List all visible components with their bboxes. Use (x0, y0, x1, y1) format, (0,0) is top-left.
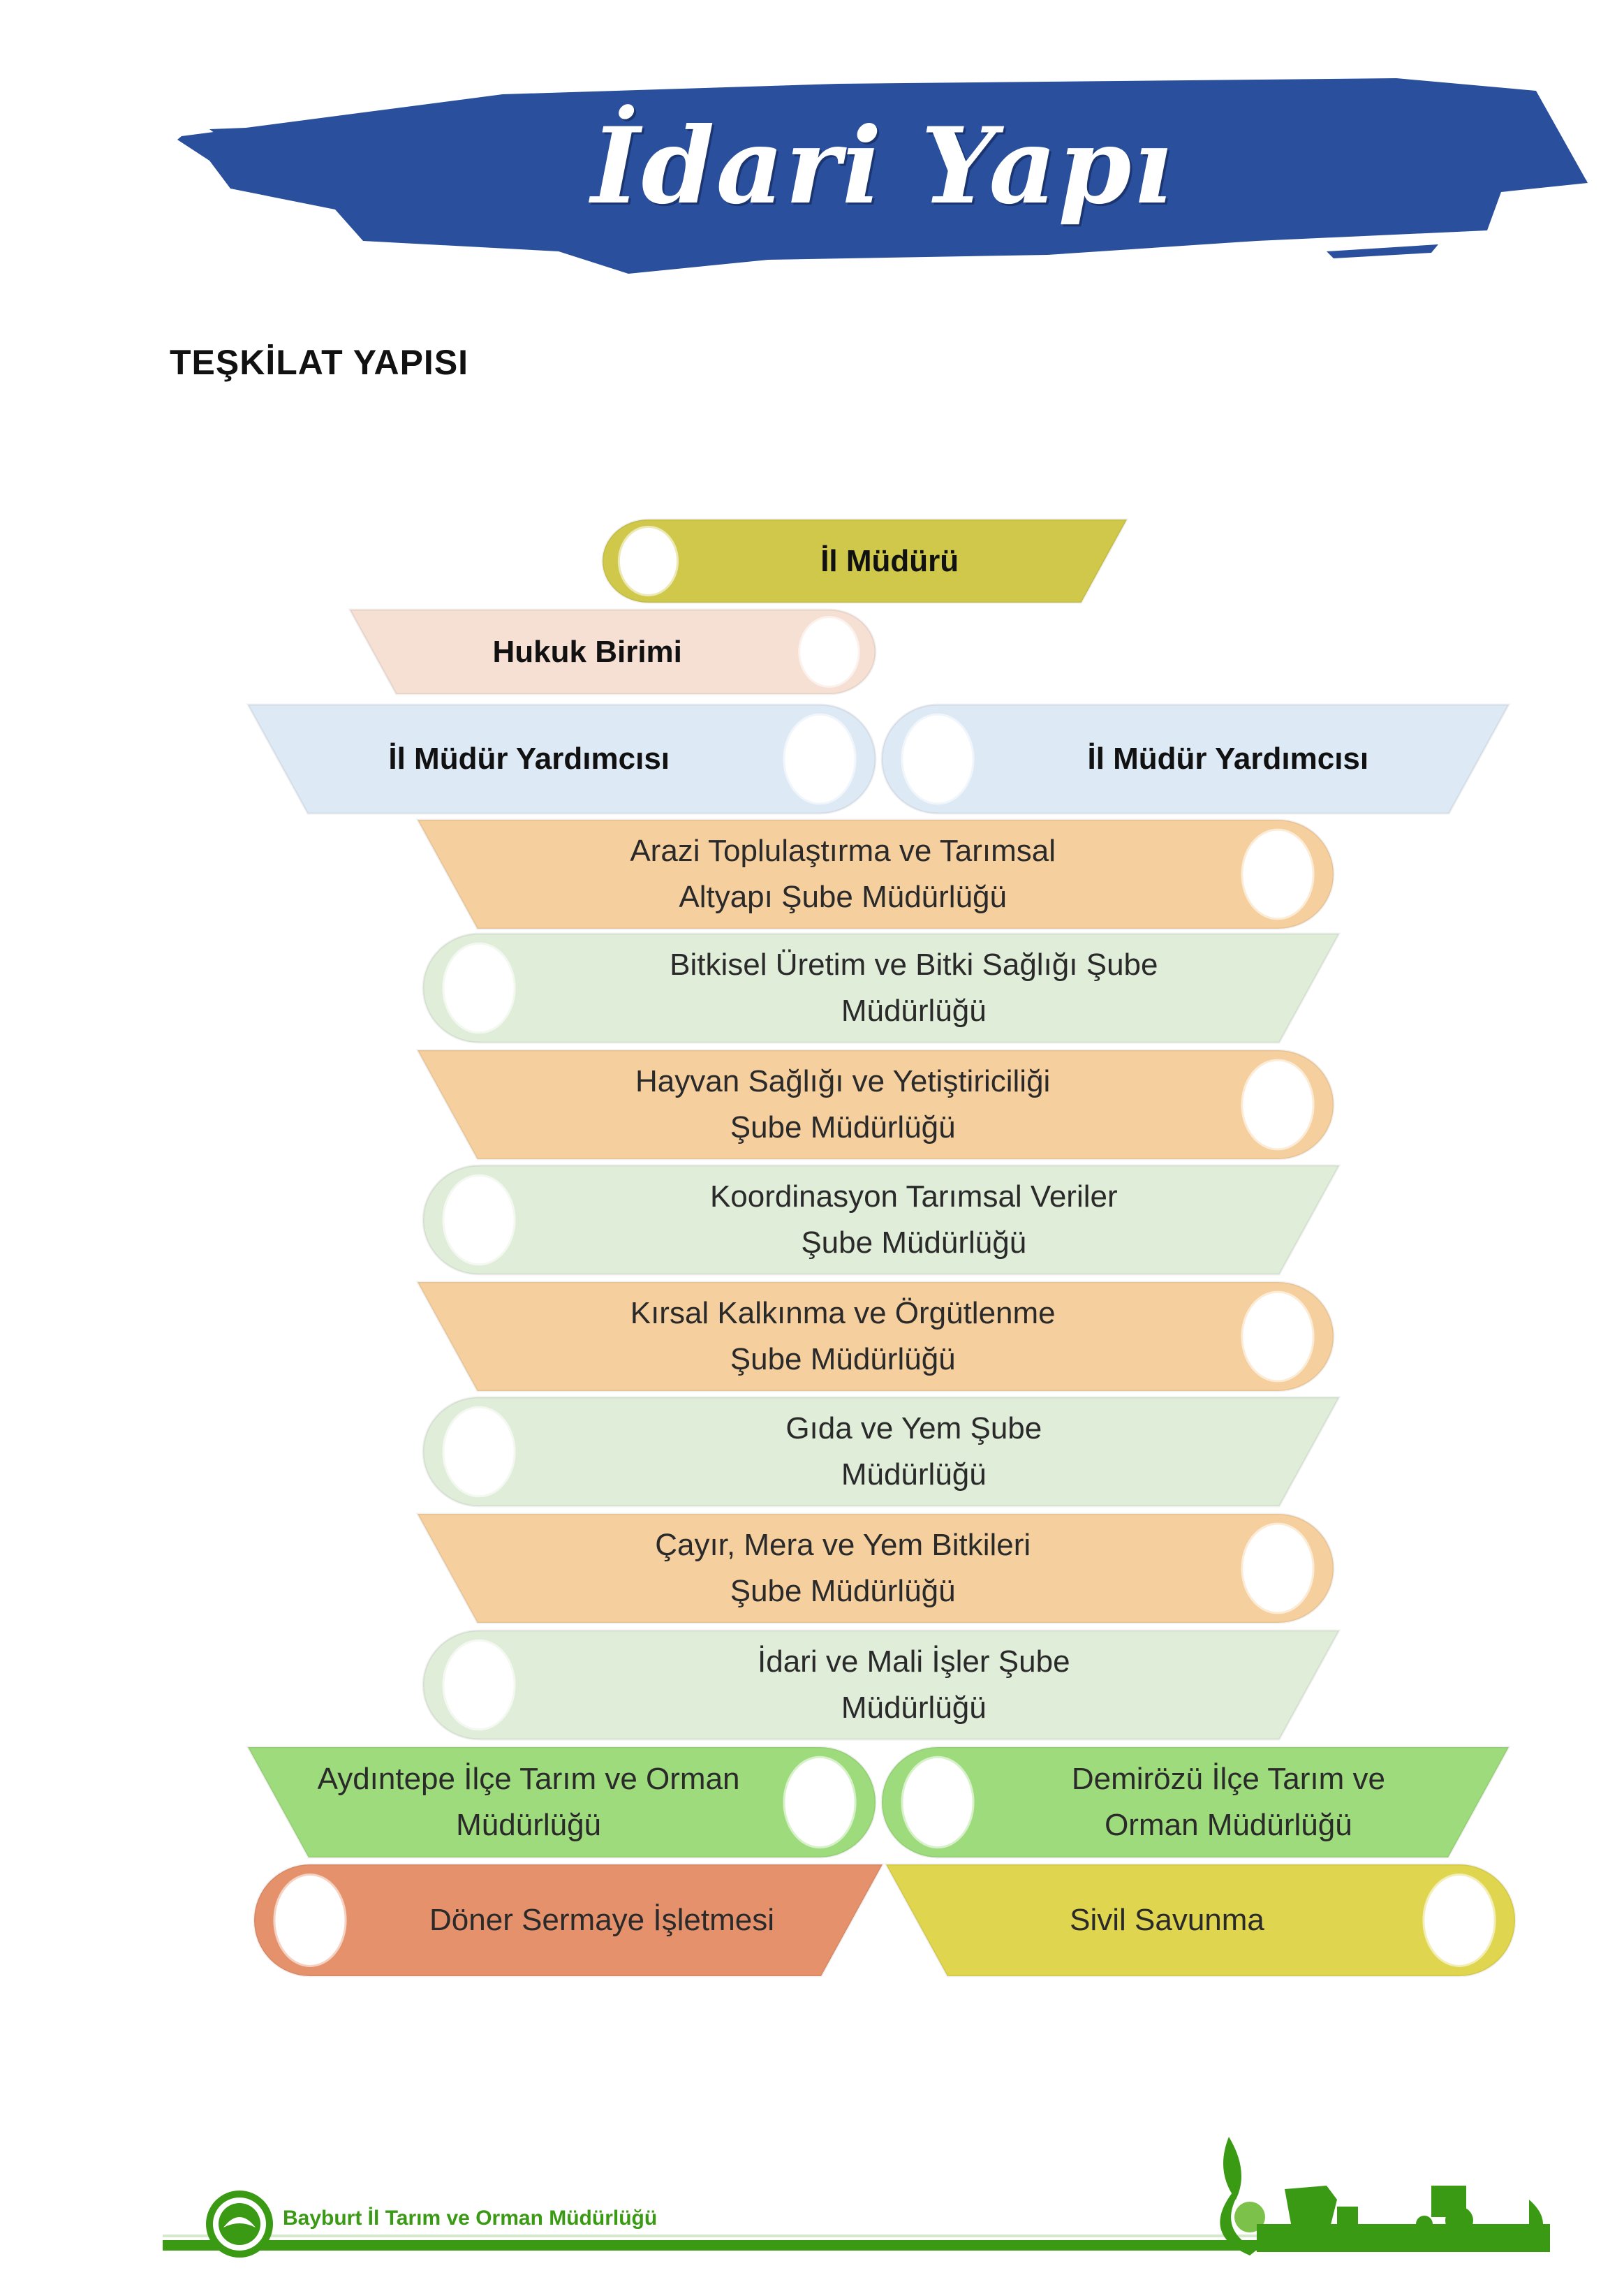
org-box-shape (422, 932, 1341, 1044)
org-box-hole (783, 713, 857, 805)
org-box-hole (1241, 1290, 1315, 1383)
agriculture-illustration (1220, 2137, 1550, 2255)
org-box-hole (1422, 1874, 1496, 1967)
org-box-hole (442, 942, 516, 1034)
org-box-shape (880, 1746, 1511, 1859)
org-box-ayd (246, 1746, 877, 1859)
org-box-shape (884, 1863, 1516, 1978)
org-box-shape (601, 518, 1129, 604)
org-box-hole (442, 1406, 516, 1498)
org-box-shape (422, 1396, 1341, 1508)
org-box-shape (422, 1629, 1341, 1741)
org-box-shape (415, 1281, 1335, 1392)
org-box-shape (246, 1746, 877, 1859)
org-box-shape (253, 1863, 885, 1978)
org-box-hole (1241, 1522, 1315, 1614)
org-box-shape (415, 818, 1335, 930)
page-title: İdari Yapı (591, 105, 1174, 228)
org-box-yard1 (246, 703, 877, 815)
org-box-shape (880, 703, 1511, 815)
org-box-u1 (422, 932, 1341, 1044)
org-box-shape (415, 1049, 1335, 1161)
footer-graphics (163, 2137, 1550, 2258)
org-box-hole (901, 1755, 975, 1849)
section-title: TEŞKİLAT YAPISI (170, 343, 469, 382)
footer-organization-name: Bayburt İl Tarım ve Orman Müdürlüğü (283, 2207, 658, 2230)
org-box-hole (783, 1755, 857, 1849)
org-box-shape (348, 608, 877, 695)
org-box-don (253, 1863, 885, 1978)
org-box-hukuk (348, 608, 877, 695)
org-box-yard2 (880, 703, 1511, 815)
hukuk-birimi-label: Hukuk Birimi (492, 634, 682, 669)
org-box-hole (1241, 828, 1315, 920)
org-box-hole (798, 616, 860, 688)
org-box-hole (442, 1639, 516, 1731)
org-box-u7 (422, 1629, 1341, 1741)
org-box-shape (422, 1164, 1341, 1276)
org-box-hole (273, 1874, 347, 1967)
org-box-dem (880, 1746, 1511, 1859)
org-box-shape (246, 703, 877, 815)
org-box-u3 (422, 1164, 1341, 1276)
sivil-savunma-label: Sivil Savunma (1070, 1903, 1264, 1937)
mudur-yardimcisi-1-label: İl Müdür Yardımcısı (388, 742, 670, 776)
org-box-u2 (415, 1049, 1335, 1161)
footer-line (163, 2240, 1294, 2251)
brush-banner (177, 78, 1588, 274)
org-box-siv (884, 1863, 1516, 1978)
org-box-hole (442, 1174, 516, 1266)
org-box-hole (1241, 1059, 1315, 1151)
doner-sermaye-label: Döner Sermaye İşletmesi (429, 1903, 774, 1937)
org-box-u6 (415, 1512, 1335, 1624)
org-box-shape (415, 1512, 1335, 1624)
org-box-mudur (601, 518, 1129, 604)
ministry-logo (206, 2191, 273, 2258)
mudur-yardimcisi-2-label: İl Müdür Yardımcısı (1087, 742, 1369, 776)
org-box-hole (901, 713, 975, 805)
org-box-u4 (415, 1281, 1335, 1392)
org-box-u5 (422, 1396, 1341, 1508)
il-muduru-label: İl Müdürü (820, 543, 959, 578)
org-box-u0 (415, 818, 1335, 930)
org-box-hole (617, 525, 679, 597)
